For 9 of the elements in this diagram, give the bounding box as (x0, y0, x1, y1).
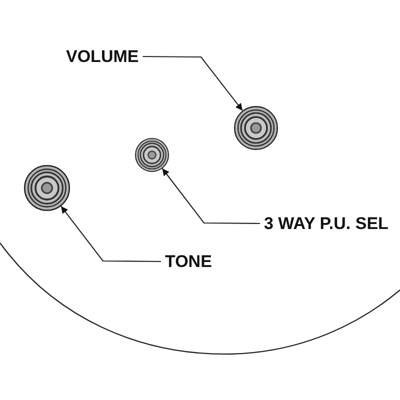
knob-icon (24, 165, 70, 211)
callout-label: VOLUME (66, 48, 139, 65)
leader-line (162, 168, 260, 224)
callout-label: TONE (165, 253, 212, 270)
callout-label: 3 WAY P.U. SEL (264, 215, 388, 232)
knob-icon (135, 138, 169, 172)
leader-line (60, 206, 161, 262)
knob-icon (234, 106, 278, 150)
leader-line (142, 56, 243, 111)
